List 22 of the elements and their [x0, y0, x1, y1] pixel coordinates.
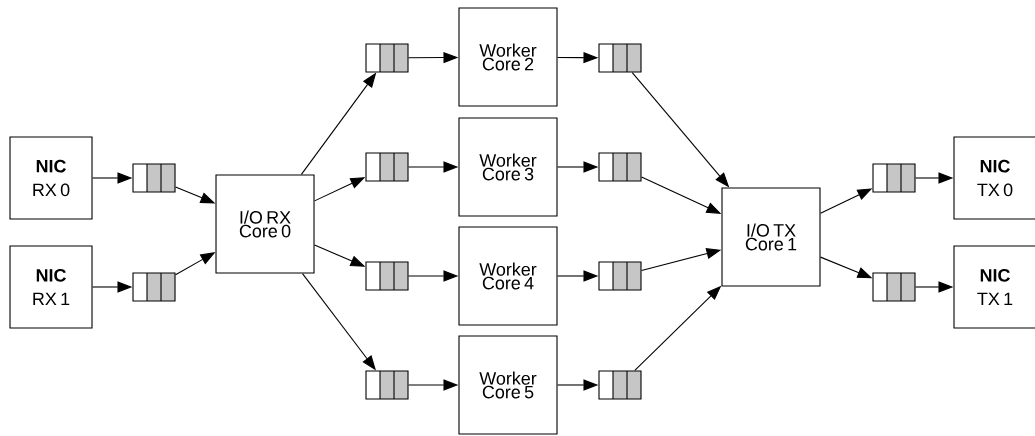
nic-box: NIC RX 0 [9, 136, 93, 220]
queue [365, 261, 409, 291]
queue [872, 272, 916, 302]
queue [132, 272, 176, 302]
queue [365, 370, 409, 400]
core-box: Worker Core 5 [458, 335, 558, 435]
nic-box: NIC TX 0 [953, 136, 1035, 220]
core-box: I/O RX Core 0 [215, 174, 315, 274]
queue [598, 152, 642, 182]
queue [598, 261, 642, 291]
queue [132, 163, 176, 193]
core-box: Worker Core 4 [458, 226, 558, 326]
core-box: I/O TX Core 1 [721, 187, 821, 287]
queue [598, 43, 642, 73]
nic-box: NIC RX 1 [9, 245, 93, 329]
core-box: Worker Core 3 [458, 117, 558, 217]
queue [365, 43, 409, 73]
nic-box: NIC TX 1 [953, 245, 1035, 329]
queue [872, 163, 916, 193]
queue [598, 370, 642, 400]
queue [365, 152, 409, 182]
core-box: Worker Core 2 [458, 7, 558, 107]
